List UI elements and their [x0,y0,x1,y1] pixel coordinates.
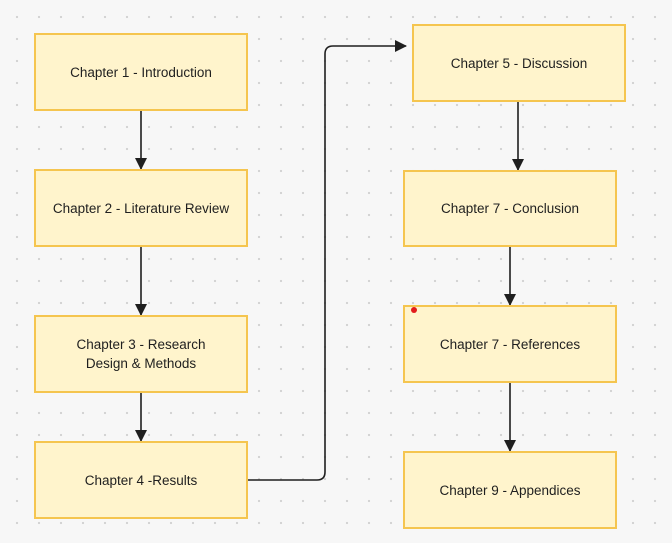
node-chapter-2-literature-review[interactable]: Chapter 2 - Literature Review [34,169,248,247]
cursor-marker [411,307,417,313]
node-chapter-7-references[interactable]: Chapter 7 - References [403,305,617,383]
node-label: Chapter 1 - Introduction [70,64,212,80]
connector-ch4-to-ch5[interactable] [248,40,407,481]
node-label: Chapter 7 - Conclusion [440,201,580,216]
node-label: Chapter 5 - Discussion [450,55,588,71]
node-label: Chapter 7 - References [439,336,581,352]
node-chapter-3-research-design[interactable]: Chapter 3 - Research Design & Methods [34,315,248,393]
node-label: Chapter 4 -Results [84,472,198,488]
node-label: Chapter 3 - Research Design & Methods [76,337,206,371]
node-label: Chapter 9 - Appendices [439,482,581,498]
node-chapter-9-appendices[interactable]: Chapter 9 - Appendices [403,451,617,529]
node-chapter-1-introduction[interactable]: Chapter 1 - Introduction [34,33,248,111]
node-label: Chapter 2 - Literature Review [52,200,230,216]
node-chapter-7-conclusion[interactable]: Chapter 7 - Conclusion [403,170,617,247]
node-chapter-5-discussion[interactable]: Chapter 5 - Discussion [412,24,626,102]
node-chapter-4-results[interactable]: Chapter 4 -Results [34,441,248,519]
